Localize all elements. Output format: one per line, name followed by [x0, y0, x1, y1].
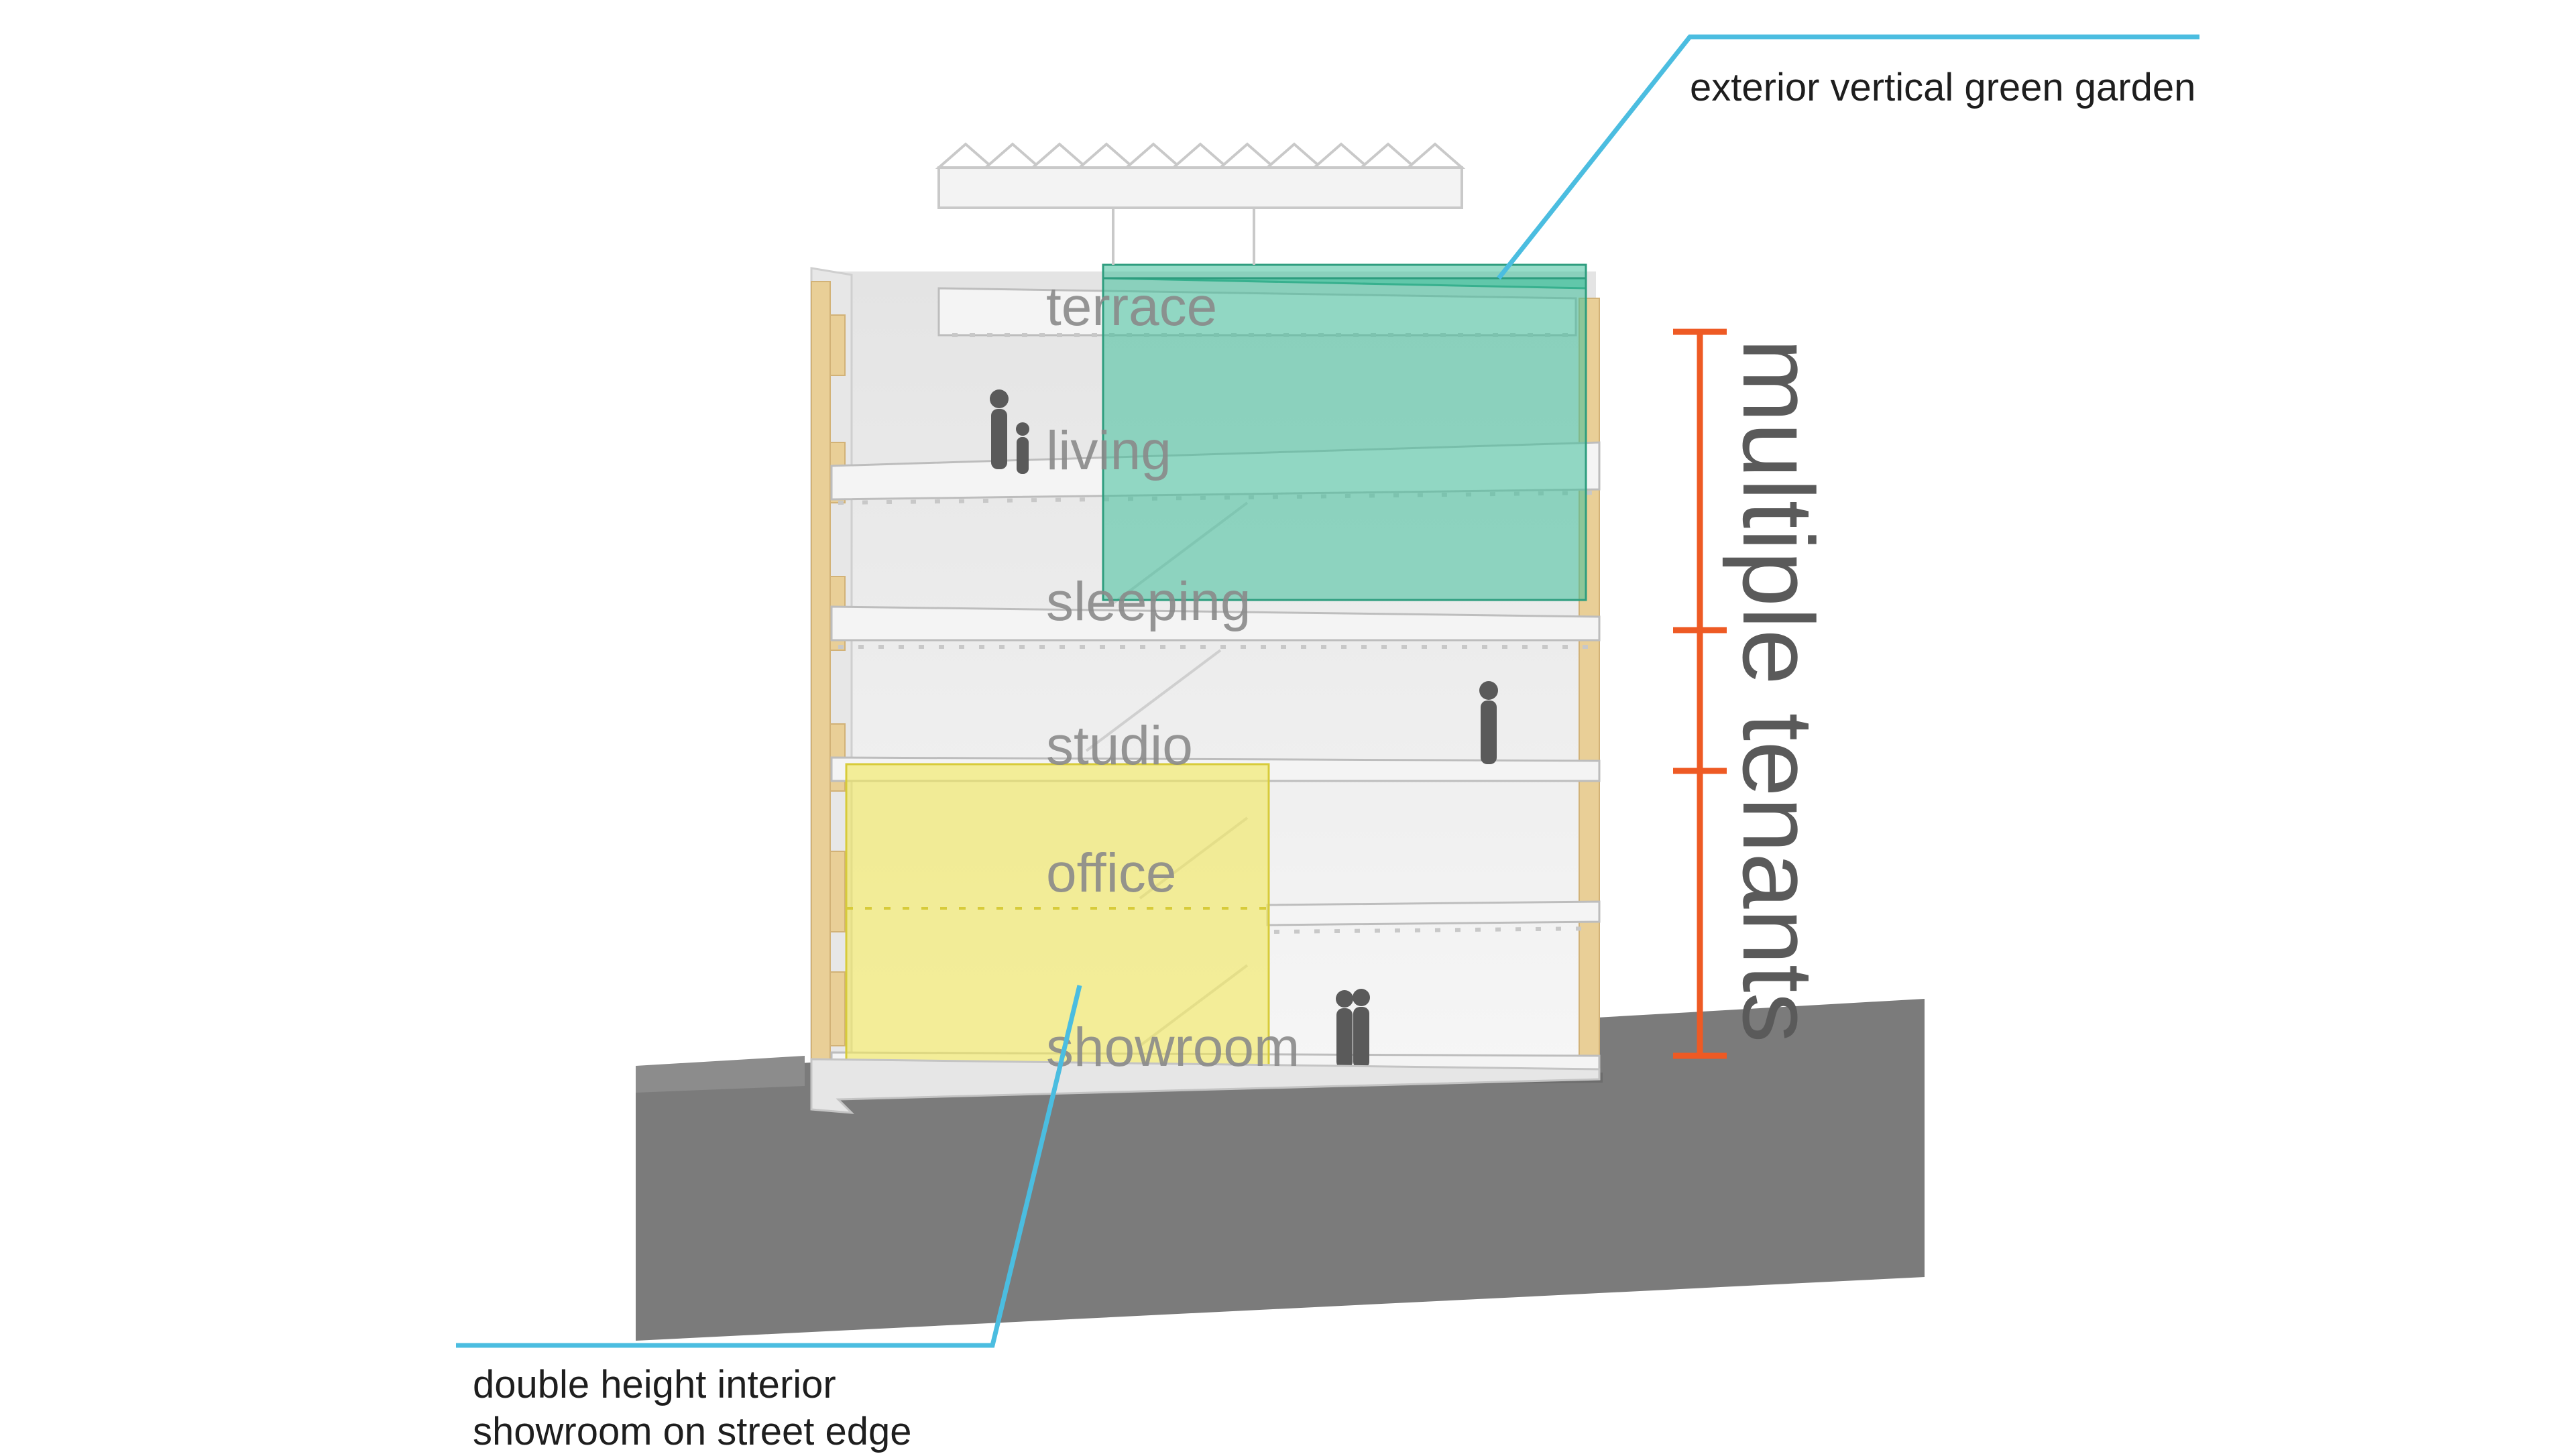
showroom-callout-text-line1: double height interior — [473, 1363, 836, 1406]
building-section — [810, 142, 1601, 1114]
floor-label-office: office — [1046, 843, 1177, 904]
floor-label-terrace: terrace — [1046, 276, 1217, 337]
tenants-dimension — [1673, 328, 1727, 1059]
garden-callout-text: exterior vertical green garden — [1690, 66, 2195, 109]
double-height-showroom — [845, 763, 1270, 1081]
floor-label-sleeping: sleeping — [1046, 571, 1251, 632]
floor-label-living: living — [1046, 420, 1171, 481]
vertical-green-garden — [1102, 263, 1587, 601]
showroom-callout-line — [456, 985, 1082, 1348]
floor-label-studio: studio — [1046, 715, 1193, 776]
person-silhouette-icon — [990, 389, 1498, 1069]
garden-callout-line — [1497, 34, 2199, 280]
floor-label-showroom: showroom — [1046, 1017, 1300, 1078]
multiple-tenants-label: multiple tenants — [1722, 339, 1835, 1043]
showroom-callout-text-line2: showroom on street edge — [473, 1410, 911, 1453]
building-plinth — [810, 1058, 1601, 1114]
solar-canopy-icon — [935, 142, 1466, 265]
